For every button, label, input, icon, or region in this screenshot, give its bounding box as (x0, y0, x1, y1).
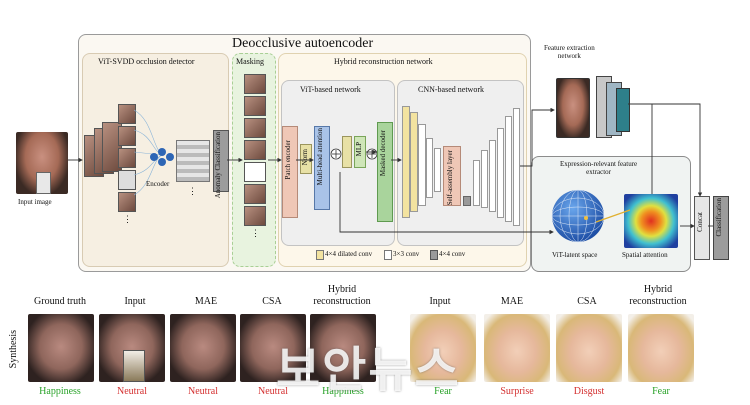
cnn-layer-7 (473, 160, 480, 206)
cnn-layer-3 (418, 124, 426, 206)
right-header-mae: MAE (500, 296, 524, 307)
vit-latent-sphere (551, 189, 605, 243)
left-result-1: Happiness (39, 386, 81, 397)
vit-svdd-label: ViT-SVDD occlusion detector (98, 57, 195, 66)
face-mae (170, 314, 236, 382)
mlp-box (354, 136, 366, 168)
token-grid (176, 140, 210, 182)
face-right-csa (556, 314, 622, 382)
right-header-hybrid: Hybrid reconstruction (629, 284, 687, 307)
legend-text-3: 4×4 conv (439, 250, 466, 258)
token-grid-ellipsis: ⋮ (188, 186, 197, 196)
patch-column-4 (118, 170, 136, 190)
left-header-mae: MAE (194, 296, 218, 307)
cnn-layer-10 (497, 128, 504, 218)
left-header-input: Input (124, 296, 146, 307)
cnn-layer-8 (481, 150, 488, 208)
mask-patch-5 (244, 184, 266, 204)
cnn-layer-1 (402, 106, 410, 218)
classification-box (713, 196, 729, 260)
cnn-layer-9 (489, 140, 496, 212)
legend-text-2: 3×3 conv (393, 250, 420, 258)
multi-head-attention-box (314, 126, 330, 210)
input-image-label: Input image (18, 198, 52, 206)
face-ground-truth (28, 314, 94, 382)
vit-based-label: ViT-based network (300, 85, 361, 94)
cnn-layer-6 (463, 196, 471, 206)
input-image (16, 132, 68, 194)
mask-ellipsis: ⋮ (251, 228, 260, 238)
face-right-hybrid (628, 314, 694, 382)
legend-text-1: 4×4 dilated conv (325, 250, 373, 258)
cnn-layer-11 (505, 116, 512, 222)
right-result-1: Fear (434, 386, 452, 397)
left-header-ground-truth: Ground truth (34, 296, 86, 307)
patch-column-3 (118, 148, 136, 168)
anomaly-classification-box (213, 130, 229, 192)
masked-decoder-box (377, 122, 393, 222)
patch-stack-3 (102, 122, 122, 172)
mask-patch-blank (244, 162, 266, 182)
feature-block-3 (616, 88, 630, 132)
face-right-input (410, 314, 476, 382)
mlp-norm-box (342, 136, 352, 168)
cnn-layer-2 (410, 112, 418, 212)
left-header-csa: CSA (262, 296, 282, 307)
cnn-layer-5 (434, 148, 441, 192)
face-right-mae (484, 314, 550, 382)
left-result-5: Happiness (322, 386, 364, 397)
patch-column-5 (118, 192, 136, 212)
vit-latent-label: ViT-latent space (552, 251, 598, 259)
patch-column-2 (118, 126, 136, 146)
occluder-cup (36, 172, 51, 194)
synthesis-side-label: Synthesis (8, 330, 19, 369)
right-header-input: Input (429, 296, 451, 307)
left-header-hybrid: Hybrid reconstruction (313, 284, 371, 307)
hybrid-label: Hybrid reconstruction network (334, 57, 433, 66)
mask-patch-3 (244, 118, 266, 138)
main-title: Deocclusive autoencoder (232, 36, 374, 51)
news-watermark: 보안뉴스 (276, 342, 461, 398)
face-csa (240, 314, 306, 382)
cnn-layer-12 (513, 108, 520, 226)
right-result-2: Surprise (500, 386, 534, 397)
mask-patch-1 (244, 74, 266, 94)
mask-patch-6 (244, 206, 266, 226)
spatial-attention-label: Spatial attention (622, 251, 668, 259)
input-occluder (123, 350, 145, 382)
cnn-layer-4 (426, 138, 433, 198)
encoder-label: Encoder (146, 180, 170, 188)
spatial-attention-map (624, 194, 678, 248)
face-input (99, 314, 165, 382)
reconstructed-face (556, 78, 590, 138)
self-assembly-box (443, 146, 461, 206)
connectors (68, 103, 713, 235)
feature-extraction-label: Feature extraction network (544, 44, 595, 60)
masking-label: Masking (236, 57, 264, 66)
left-result-3: Neutral (188, 386, 218, 397)
mask-patch-4 (244, 140, 266, 160)
patch-column-1 (118, 104, 136, 124)
right-header-csa: CSA (577, 296, 597, 307)
patch-column-ellipsis: ⋮ (123, 214, 132, 224)
expression-extractor-label: Expression-relevant feature extractor (560, 160, 638, 176)
right-result-3: Disgust (573, 386, 605, 397)
left-result-4: Neutral (258, 386, 288, 397)
face-hybrid (310, 314, 376, 382)
patch-encoder-box (282, 126, 298, 218)
legend-swatch-2 (384, 250, 392, 260)
cnn-based-label: CNN-based network (418, 85, 484, 94)
right-result-4: Fear (652, 386, 670, 397)
legend-swatch-3 (430, 250, 438, 260)
mask-patch-2 (244, 96, 266, 116)
legend-swatch-1 (316, 250, 324, 260)
left-result-2: Neutral (117, 386, 147, 397)
encoder-graph (133, 109, 174, 196)
